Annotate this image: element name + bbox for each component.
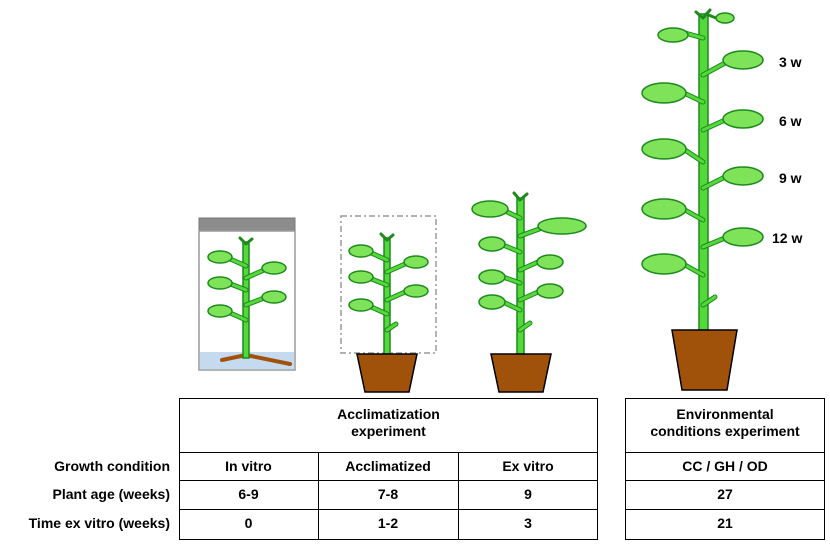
- acclimatization-table: [179, 398, 598, 540]
- table-divider: [179, 509, 598, 510]
- acclimatized-plant: [348, 232, 429, 393]
- environmental-plant: [641, 8, 764, 391]
- table-cell: 7-8: [377, 486, 399, 502]
- table-divider: [625, 452, 825, 453]
- table-cell: 21: [717, 515, 733, 531]
- acclimatization-header: Acclimatization experiment: [337, 406, 440, 439]
- week-label: 3 w: [779, 54, 802, 70]
- table-divider: [318, 452, 319, 540]
- table-divider: [625, 509, 825, 510]
- table-cell: 0: [244, 515, 253, 531]
- plant-illustration: .leaf { fill: #7fe35a; stroke: #1d8a1d; …: [198, 8, 764, 393]
- table-cell: 9: [524, 486, 532, 502]
- week-label: 12 w: [772, 230, 803, 246]
- week-label: 9 w: [779, 170, 802, 186]
- in-vitro-plant: [207, 236, 292, 366]
- ex-vitro-plant: [471, 191, 587, 393]
- table-divider: [625, 480, 825, 481]
- table-divider: [458, 452, 459, 540]
- table-cell: Ex vitro: [502, 458, 554, 474]
- table-cell: CC / GH / OD: [682, 458, 768, 474]
- table-cell: 6-9: [238, 486, 259, 502]
- row-label-time-ex-vitro: Time ex vitro (weeks): [28, 515, 170, 531]
- row-label-growth-condition: Growth condition: [54, 458, 170, 474]
- table-cell: 3: [524, 515, 532, 531]
- table-divider: [179, 480, 598, 481]
- table-cell: Acclimatized: [345, 458, 431, 474]
- acclimatized-dashed-box: [340, 215, 437, 354]
- week-label: 6 w: [779, 113, 802, 129]
- table-cell: 27: [717, 486, 733, 502]
- environmental-table: [625, 398, 825, 540]
- table-cell: 1-2: [377, 515, 399, 531]
- table-cell: In vitro: [225, 458, 272, 474]
- row-label-plant-age: Plant age (weeks): [52, 486, 171, 502]
- environmental-header: Environmental conditions experiment: [650, 406, 800, 439]
- table-divider: [179, 452, 598, 453]
